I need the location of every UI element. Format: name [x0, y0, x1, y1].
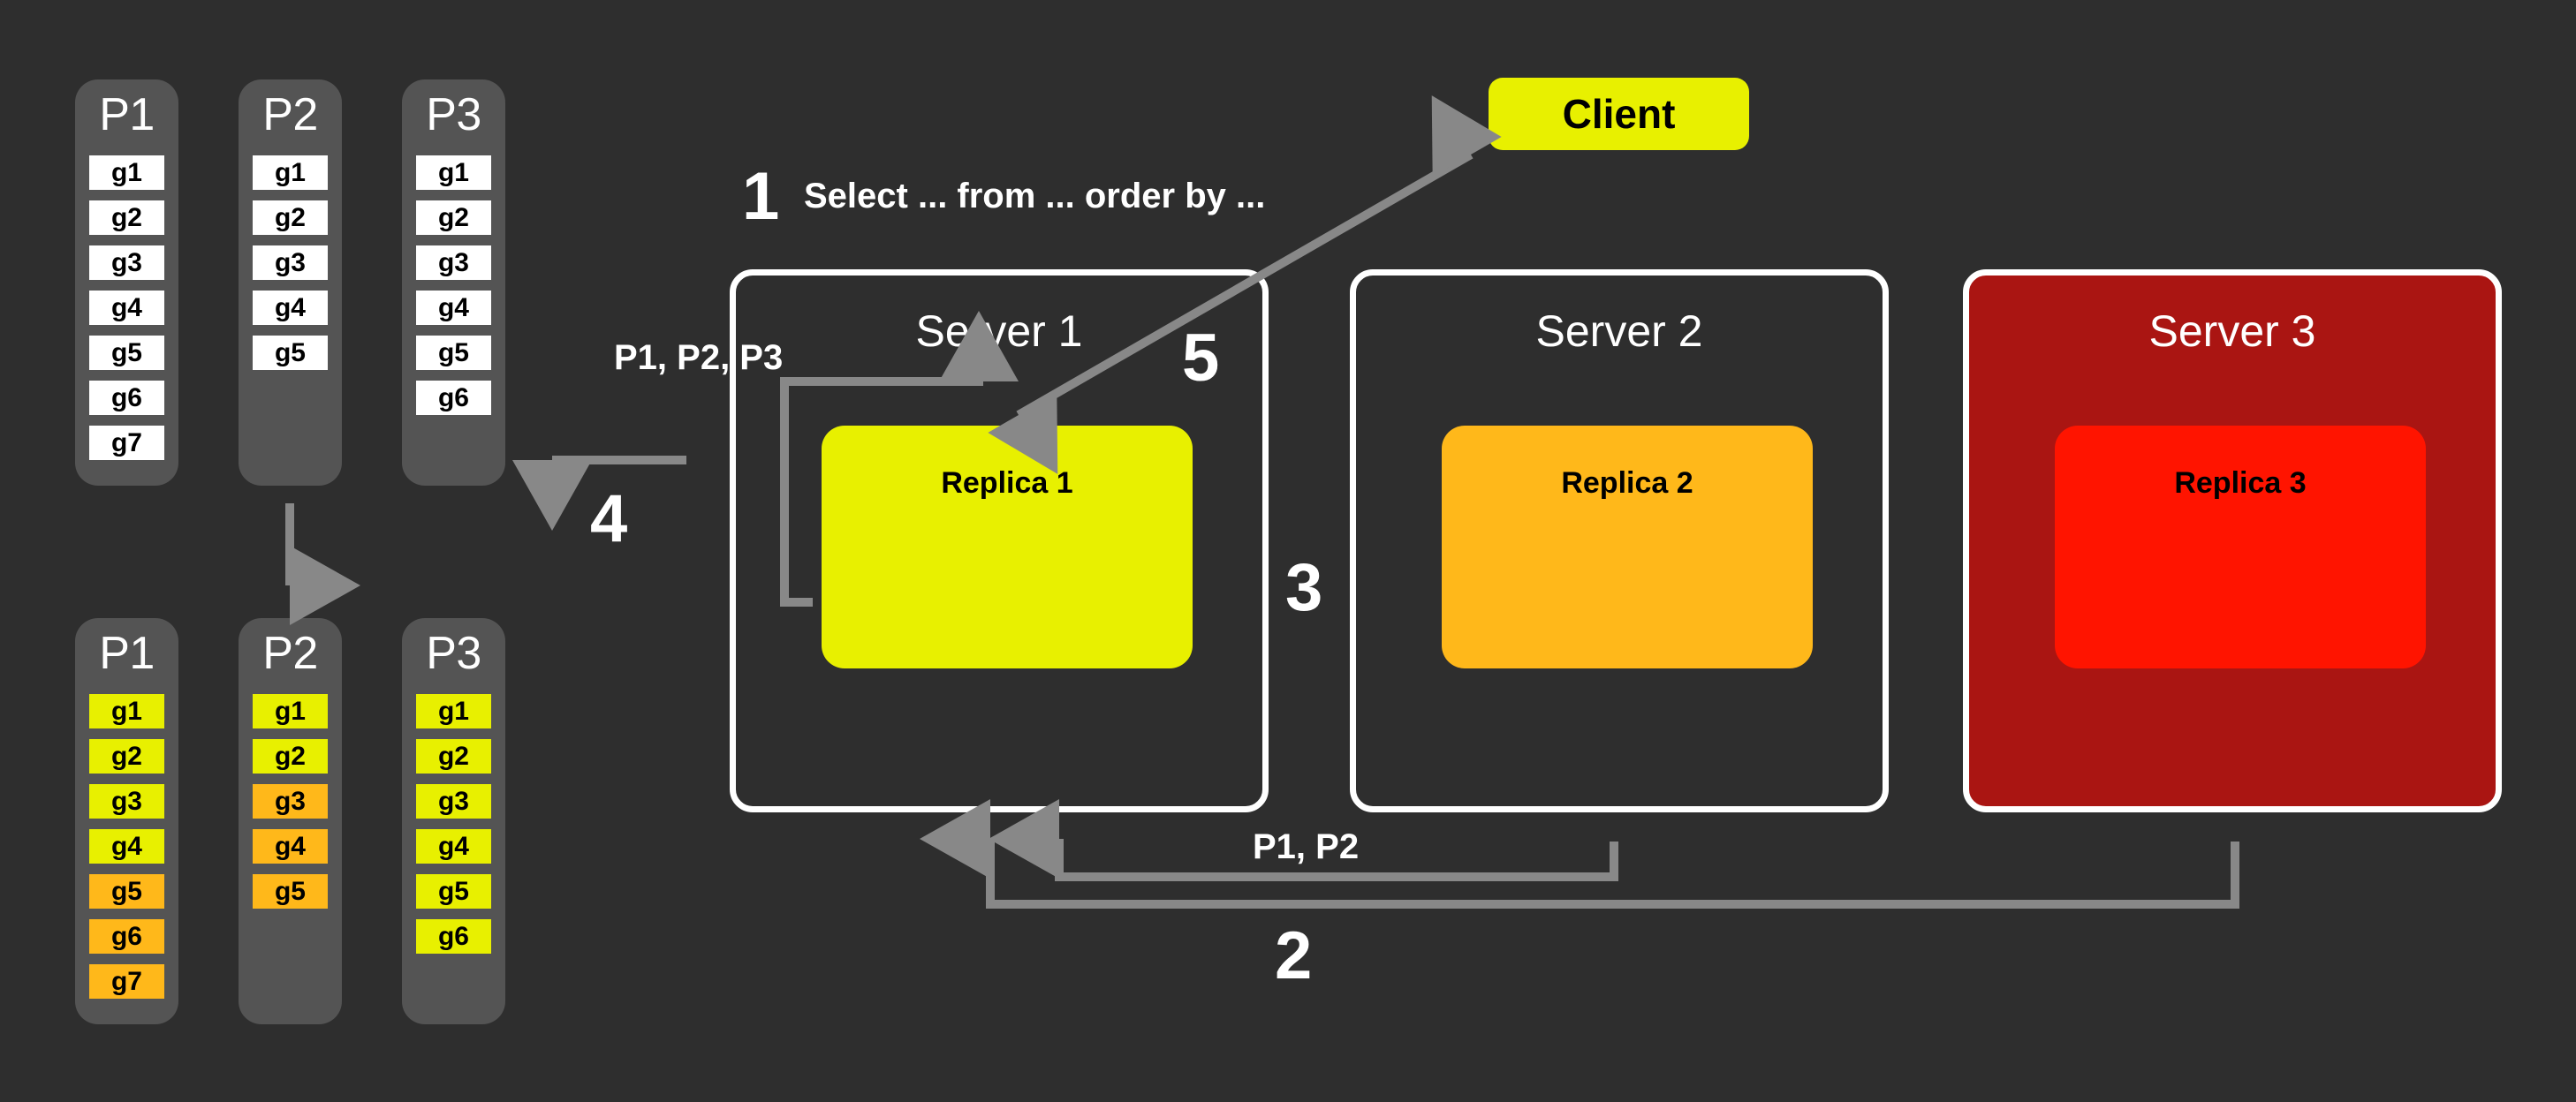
partition-cell: g2: [89, 739, 164, 774]
partition-cell: g6: [416, 919, 491, 954]
step-number-2: 2: [1275, 918, 1313, 993]
partition-title: P2: [262, 89, 318, 140]
partition-cell: g3: [89, 245, 164, 280]
partition-cell: g5: [416, 874, 491, 909]
partition-cell: g4: [416, 291, 491, 325]
replica-label: Replica 2: [1561, 466, 1693, 500]
partition-card-bottom-p3: P3 g1 g2 g3 g4 g5 g6: [402, 618, 505, 1024]
partition-cell: g1: [253, 694, 328, 728]
step-number-4: 4: [590, 481, 628, 556]
arrow-server3-to-server1: [920, 799, 2239, 909]
partition-cell: g5: [253, 336, 328, 370]
partition-cell: g2: [416, 200, 491, 235]
replica-box-2[interactable]: Replica 2: [1442, 426, 1813, 668]
partition-cell: g2: [253, 739, 328, 774]
partition-cell: g7: [89, 964, 164, 999]
partition-cell: g4: [253, 291, 328, 325]
partition-cell: g3: [253, 784, 328, 819]
label-partitions-in: P1, P2: [1253, 827, 1360, 866]
partition-cell: g4: [89, 291, 164, 325]
partition-cell-list: g1 g2 g3 g4 g5: [253, 155, 328, 370]
partition-card-top-p3: P3 g1 g2 g3 g4 g5 g6: [402, 79, 505, 486]
partition-cell: g1: [89, 155, 164, 190]
partition-cell: g1: [416, 694, 491, 728]
partition-cell-list: g1 g2 g3 g4 g5: [253, 694, 328, 909]
partition-cell-list: g1 g2 g3 g4 g5 g6: [416, 694, 491, 954]
server-title: Server 2: [1535, 306, 1703, 356]
step-number-5: 5: [1182, 321, 1220, 396]
query-text: Select ... from ... order by ...: [804, 177, 1266, 215]
partition-cell: g4: [416, 829, 491, 864]
step-number-1: 1: [742, 159, 780, 234]
partition-cell: g3: [253, 245, 328, 280]
partition-cell: g3: [416, 784, 491, 819]
partition-cell: g5: [253, 874, 328, 909]
partition-cell: g2: [89, 200, 164, 235]
server-title: Server 3: [2148, 306, 2316, 356]
partition-cell: g4: [253, 829, 328, 864]
partition-cell: g1: [89, 694, 164, 728]
partition-title: P1: [99, 89, 155, 140]
server-box-3[interactable]: Server 3 Replica 3: [1963, 269, 2502, 812]
label-partitions-out: P1, P2, P3: [614, 338, 784, 377]
client-box[interactable]: Client: [1489, 78, 1749, 150]
partition-cell-list: g1 g2 g3 g4 g5 g6 g7: [89, 694, 164, 999]
partition-cell: g1: [253, 155, 328, 190]
partition-cell: g2: [416, 739, 491, 774]
partition-cell: g3: [416, 245, 491, 280]
partition-cell: g6: [416, 381, 491, 415]
partition-cell: g1: [416, 155, 491, 190]
partition-card-bottom-p1: P1 g1 g2 g3 g4 g5 g6 g7: [75, 618, 178, 1024]
partition-cell: g2: [253, 200, 328, 235]
partition-cell-list: g1 g2 g3 g4 g5 g6: [416, 155, 491, 415]
partition-cell: g3: [89, 784, 164, 819]
partition-card-bottom-p2: P2 g1 g2 g3 g4 g5: [239, 618, 342, 1024]
replica-box-3[interactable]: Replica 3: [2055, 426, 2426, 668]
partition-title: P1: [99, 628, 155, 679]
replica-label: Replica 3: [2174, 466, 2307, 500]
partition-cell: g6: [89, 919, 164, 954]
partition-cell: g5: [89, 336, 164, 370]
partition-title: P3: [426, 628, 481, 679]
partition-cell: g4: [89, 829, 164, 864]
step-number-3: 3: [1285, 550, 1323, 625]
partition-cell: g5: [416, 336, 491, 370]
partition-card-top-p2: P2 g1 g2 g3 g4 g5: [239, 79, 342, 486]
partition-card-top-p1: P1 g1 g2 g3 g4 g5 g6 g7: [75, 79, 178, 486]
partition-title: P3: [426, 89, 481, 140]
partition-cell: g7: [89, 426, 164, 460]
replica-box-1[interactable]: Replica 1: [822, 426, 1193, 668]
partition-cell-list: g1 g2 g3 g4 g5 g6 g7: [89, 155, 164, 460]
partition-cell: g6: [89, 381, 164, 415]
server-box-2[interactable]: Server 2 Replica 2: [1350, 269, 1889, 812]
partition-title: P2: [262, 628, 318, 679]
replica-label: Replica 1: [941, 466, 1073, 500]
client-label: Client: [1562, 91, 1676, 137]
partition-cell: g5: [89, 874, 164, 909]
